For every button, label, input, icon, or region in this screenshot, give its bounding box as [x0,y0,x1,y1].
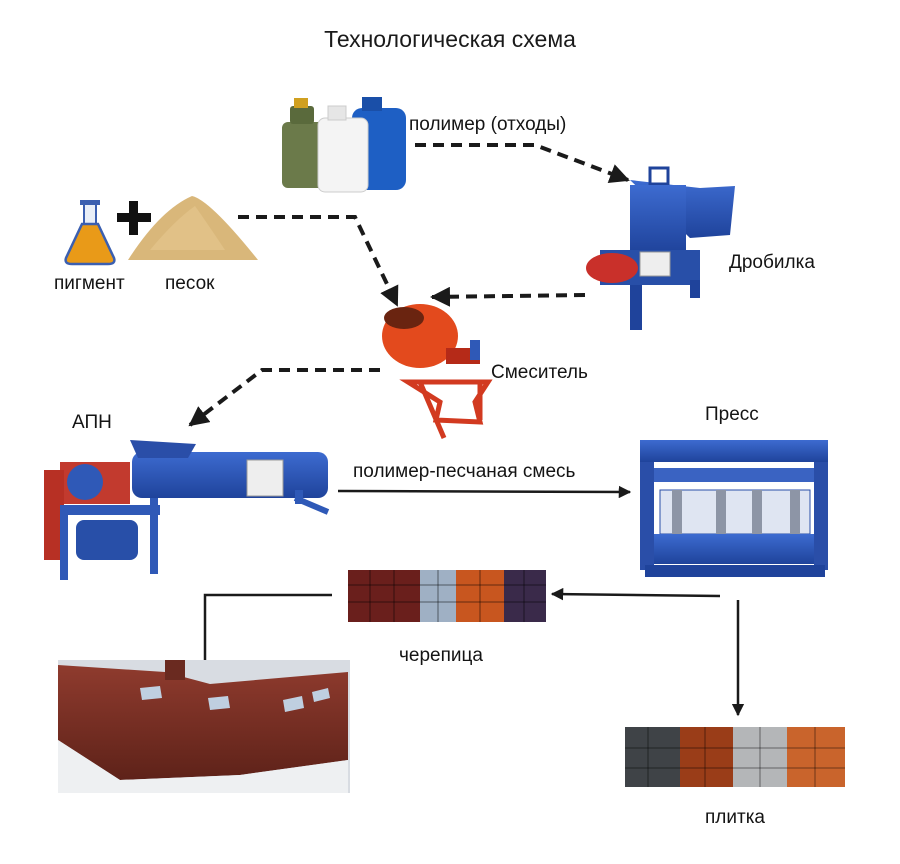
arrow-apn-to-press [337,485,632,499]
label-polymer-waste: полимер (отходы) [409,114,567,135]
label-press: Пресс [705,404,759,425]
label-pigment: пигмент [54,273,125,294]
roof-tiles-picture [348,570,546,622]
house-roof-picture [58,660,350,793]
paving-tiles-picture [625,727,845,787]
plus-icon [117,201,151,235]
extruder-machine [44,440,330,580]
label-sand: песок [165,273,215,294]
crusher-machine [586,166,735,330]
label-apn: АПН [72,412,112,433]
arrow-crusher-to-mixer [430,286,586,307]
arrow-mixer-to-apn [188,368,380,427]
label-roof-tile: черепица [399,645,483,666]
concrete-mixer [382,304,493,439]
flask-icon [64,200,116,266]
sand-pile-picture [128,196,258,260]
label-crusher: Дробилка [729,252,815,273]
flow-arrows [188,143,745,717]
arrow-polymer-to-crusher [415,143,630,184]
arrow-sand-to-mixer [238,215,399,307]
diagram-title: Технологическая схема [324,26,576,52]
label-mixer: Смеситель [491,362,588,383]
arrow-rooftile-to-house [198,593,332,682]
hydraulic-press [640,440,828,577]
arrow-press-to-rooftile [550,587,721,601]
label-paving-tile: плитка [705,807,765,828]
label-mixture: полимер-песчаная смесь [353,461,576,482]
canisters-picture [282,97,406,193]
